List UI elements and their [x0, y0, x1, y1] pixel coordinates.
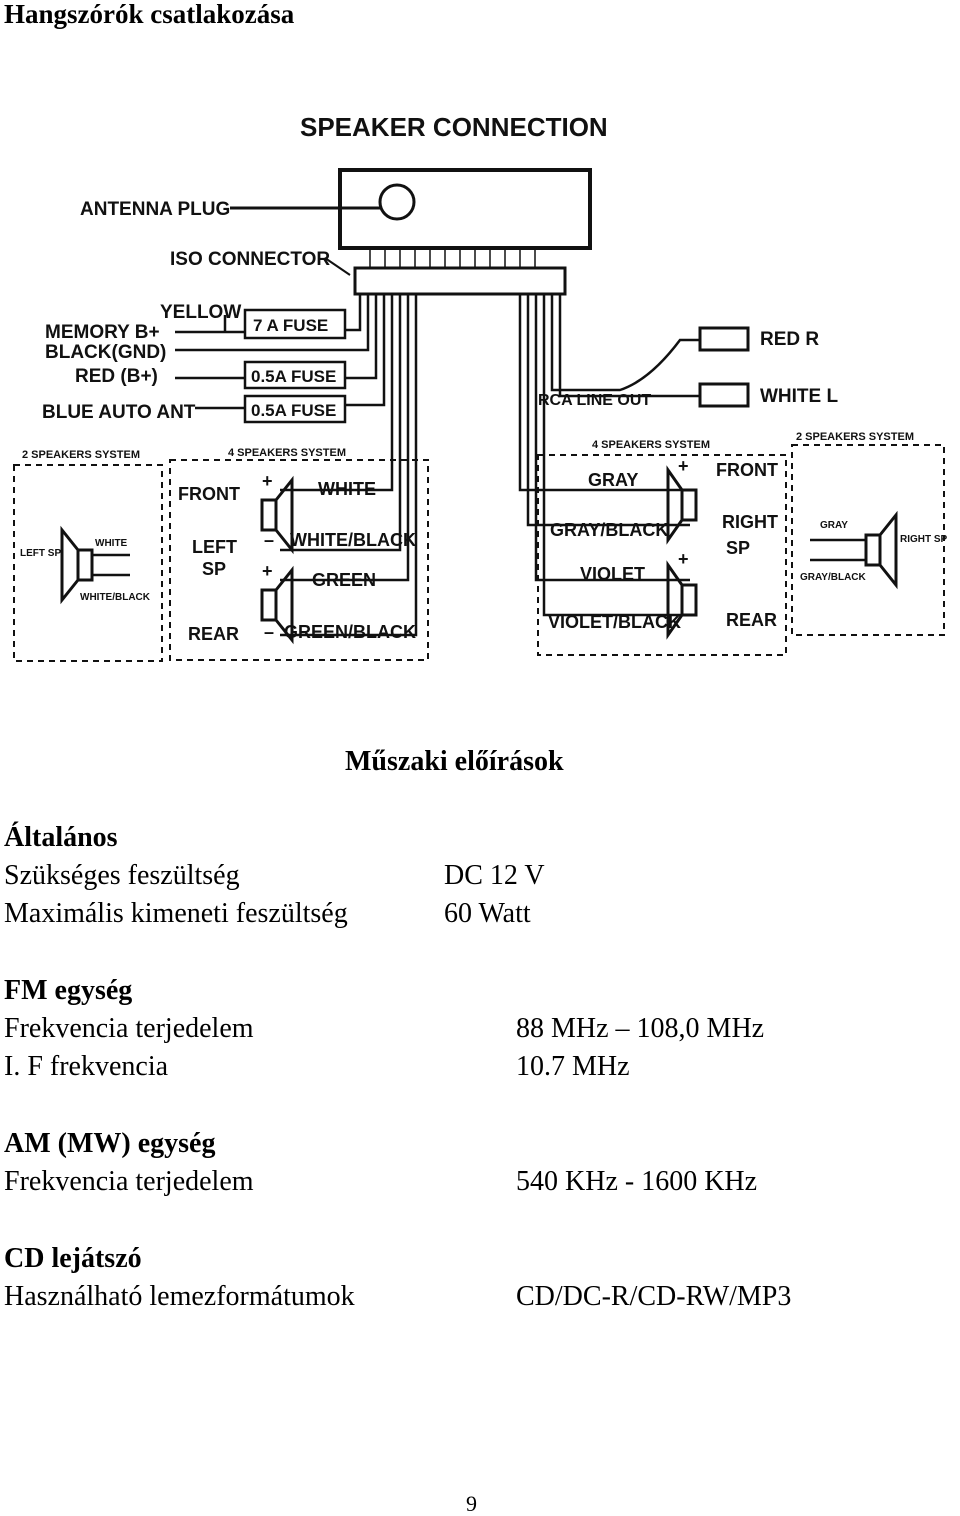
- label-green-black: GREEN/BLACK: [284, 622, 416, 642]
- label-violet-black: VIOLET/BLACK: [548, 612, 681, 632]
- speaker-rear-left: [260, 565, 294, 645]
- label-small-right-sp: RIGHT SP: [900, 534, 948, 545]
- label-black-gnd: BLACK(GND): [45, 342, 166, 363]
- minus-rear-left: –: [264, 622, 274, 642]
- label-rear-right: REAR: [726, 610, 777, 630]
- label-violet: VIOLET: [580, 564, 645, 584]
- label-fuse-05a-1: 0.5A FUSE: [251, 367, 336, 386]
- section-general-heading: Általános: [4, 822, 118, 853]
- fm-row1-label: Frekvencia terjedelem: [4, 1013, 254, 1044]
- general-row2-value: 60 Watt: [444, 898, 531, 929]
- am-row1-label: Frekvencia terjedelem: [4, 1166, 254, 1197]
- speaker-front-left: [260, 475, 294, 555]
- label-4-speakers-left: 4 SPEAKERS SYSTEM: [228, 447, 346, 459]
- label-fuse-05a-2: 0.5A FUSE: [251, 401, 336, 420]
- label-left-sp2: SP: [202, 559, 226, 579]
- page-number: 9: [466, 1491, 477, 1516]
- label-red-b: RED (B+): [75, 366, 158, 387]
- label-gray-black: GRAY/BLACK: [550, 520, 668, 540]
- label-blue-auto-ant: BLUE AUTO ANT: [42, 402, 196, 423]
- fm-row1-value: 88 MHz – 108,0 MHz: [516, 1013, 765, 1044]
- rca-plug-red: [698, 326, 750, 352]
- specs-heading: Műszaki előírások: [345, 746, 564, 777]
- label-fuse-7a: 7 A FUSE: [253, 316, 328, 335]
- label-red-r: RED R: [760, 329, 819, 350]
- rca-plug-white: [698, 382, 750, 408]
- fm-row2-label: I. F frekvencia: [4, 1051, 169, 1082]
- plus-rear-right: +: [678, 549, 689, 569]
- cd-row1-label: Használható lemezformátumok: [4, 1281, 355, 1312]
- label-2-speakers-right: 2 SPEAKERS SYSTEM: [796, 431, 914, 443]
- fuse-7a: [243, 308, 347, 340]
- label-left-sp: LEFT: [192, 537, 237, 557]
- plus-rear-left: +: [262, 561, 273, 581]
- label-iso-connector: ISO CONNECTOR: [170, 249, 330, 270]
- general-row1-label: Szükséges feszültség: [4, 860, 240, 891]
- label-small-white: WHITE: [95, 538, 128, 549]
- label-white-l: WHITE L: [760, 386, 838, 407]
- am-row1-value: 540 KHz - 1600 KHz: [516, 1166, 758, 1197]
- plus-front-left: +: [262, 471, 273, 491]
- label-memory: MEMORY B+: [45, 322, 160, 343]
- label-right-sp: RIGHT: [722, 512, 778, 532]
- plus-front-right: +: [678, 456, 689, 476]
- label-rear-left: REAR: [188, 624, 239, 644]
- fuse-05a-2: [243, 394, 347, 424]
- label-gray: GRAY: [588, 470, 638, 490]
- speaker-rear-right: [666, 560, 698, 640]
- speaker-front-right: [666, 465, 698, 545]
- speaker-2sys-left: [60, 525, 94, 605]
- label-front-left: FRONT: [178, 484, 240, 504]
- fuse-05a-1: [243, 360, 347, 390]
- page-title: Hangszórók csatlakozása: [4, 0, 295, 29]
- label-white: WHITE: [318, 479, 376, 499]
- speaker-connection-diagram: SPEAKER CONNECTION ANTENNA PLUG ISO CONN…: [13, 112, 948, 662]
- minus-front-left: –: [264, 530, 274, 550]
- speaker-2sys-right: [864, 510, 898, 590]
- label-front-right: FRONT: [716, 460, 778, 480]
- section-cd-heading: CD lejátszó: [4, 1243, 142, 1274]
- cd-row1-value: CD/DC-R/CD-RW/MP3: [516, 1281, 792, 1312]
- label-small-gray-black: GRAY/BLACK: [800, 572, 867, 583]
- label-small-left-sp: LEFT SP: [20, 548, 61, 559]
- label-small-white-black: WHITE/BLACK: [80, 592, 151, 603]
- label-yellow: YELLOW: [160, 302, 241, 323]
- label-rca-line-out: RCA LINE OUT: [538, 392, 651, 409]
- label-small-gray: GRAY: [820, 520, 848, 531]
- fm-row2-value: 10.7 MHz: [516, 1051, 630, 1082]
- antenna-socket: [378, 183, 416, 221]
- label-green: GREEN: [312, 570, 376, 590]
- label-4-speakers-right: 4 SPEAKERS SYSTEM: [592, 439, 710, 451]
- diagram-title: SPEAKER CONNECTION: [300, 112, 608, 142]
- section-fm-heading: FM egység: [4, 975, 133, 1006]
- general-row1-value: DC 12 V: [444, 860, 545, 891]
- label-antenna-plug: ANTENNA PLUG: [80, 199, 230, 220]
- label-2-speakers-left: 2 SPEAKERS SYSTEM: [22, 449, 140, 461]
- label-right-sp2: SP: [726, 538, 750, 558]
- section-am-heading: AM (MW) egység: [4, 1128, 216, 1159]
- general-row2-label: Maximális kimeneti feszültség: [4, 898, 348, 929]
- label-white-black: WHITE/BLACK: [290, 530, 416, 550]
- iso-connector-box: [353, 266, 567, 296]
